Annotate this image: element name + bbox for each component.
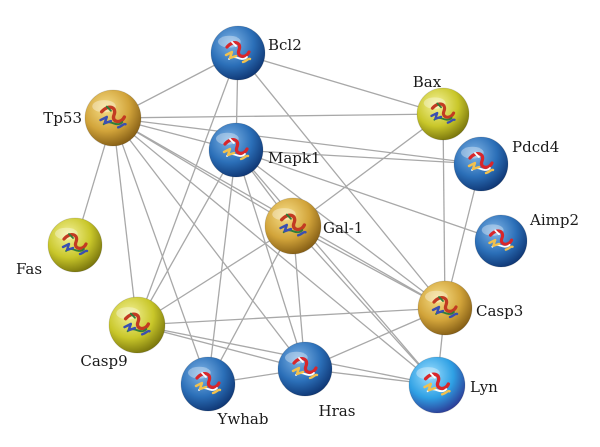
edge-gal1-casp3 [292,225,446,309]
edge-tp53-bax [112,113,444,119]
protein-structure-icon [431,296,459,319]
node-tp53: Tp53 [43,89,142,147]
node-gal1: Gal-1 [264,197,363,255]
protein-structure-icon [488,229,514,251]
edge-mapk1-ywhab [207,149,237,385]
node-label-aimp2: Aimp2 [529,211,579,229]
protein-structure-icon [423,372,451,396]
edge-gal1-casp9 [136,225,294,326]
edge-bax-gal1 [292,113,444,227]
edge-mapk1-lyn [235,149,438,386]
protein-structure-icon [430,102,456,124]
edge-gal1-lyn [292,225,438,386]
node-label-lyn: Lyn [470,378,498,396]
node-casp9: Casp9 [80,296,166,370]
edge-tp53-lyn [112,117,438,386]
protein-structure-icon [99,105,127,129]
node-label-casp9: Casp9 [80,352,127,370]
node-mapk1: Mapk1 [208,122,321,178]
edge-tp53-hras [112,117,306,370]
protein-structure-icon [291,357,319,380]
protein-structure-icon [194,372,222,395]
node-casp3: Casp3 [417,280,523,336]
protein-structure-icon [467,152,495,175]
node-label-bax: Bax [413,73,442,91]
node-hras: Hras [277,341,356,420]
node-label-hras: Hras [319,402,356,420]
node-bcl2: Bcl2 [210,25,302,81]
node-bax: Bax [413,73,470,141]
node-label-tp53: Tp53 [43,109,82,127]
edge-mapk1-casp3 [235,149,446,309]
node-fas: Fas [16,217,103,278]
protein-structure-icon [224,41,252,64]
edge-mapk1-casp9 [136,149,237,326]
protein-structure-icon [61,233,89,256]
edge-tp53-pdcd4 [112,117,482,165]
edge-gal1-ywhab [207,225,294,385]
node-label-pdcd4: Pdcd4 [512,138,559,156]
node-aimp2: Aimp2 [474,211,579,268]
edge-bax-casp3 [442,113,446,309]
edge-tp53-casp9 [112,117,138,326]
edge-bcl2-bax [237,52,444,115]
edge-bcl2-casp3 [237,52,446,309]
edge-casp3-casp9 [136,307,446,326]
protein-structure-icon [123,312,151,336]
edge-mapk1-aimp2 [235,149,502,242]
node-label-fas: Fas [16,260,42,278]
edge-tp53-gal1 [112,117,294,227]
node-label-mapk1: Mapk1 [268,149,321,167]
node-label-ywhab: Ywhab [217,410,269,428]
protein-structure-icon [279,213,307,237]
edge-bcl2-casp9 [136,52,239,326]
node-lyn: Lyn [408,356,498,414]
edge-mapk1-hras [235,149,306,370]
node-label-casp3: Casp3 [476,302,523,320]
node-label-gal1: Gal-1 [323,219,363,237]
node-label-bcl2: Bcl2 [268,36,302,54]
node-ywhab: Ywhab [180,356,269,428]
edge-casp9-hras [136,324,306,370]
protein-structure-icon [222,138,250,161]
node-pdcd4: Pdcd4 [453,136,559,192]
edge-mapk1-pdcd4 [235,149,482,165]
